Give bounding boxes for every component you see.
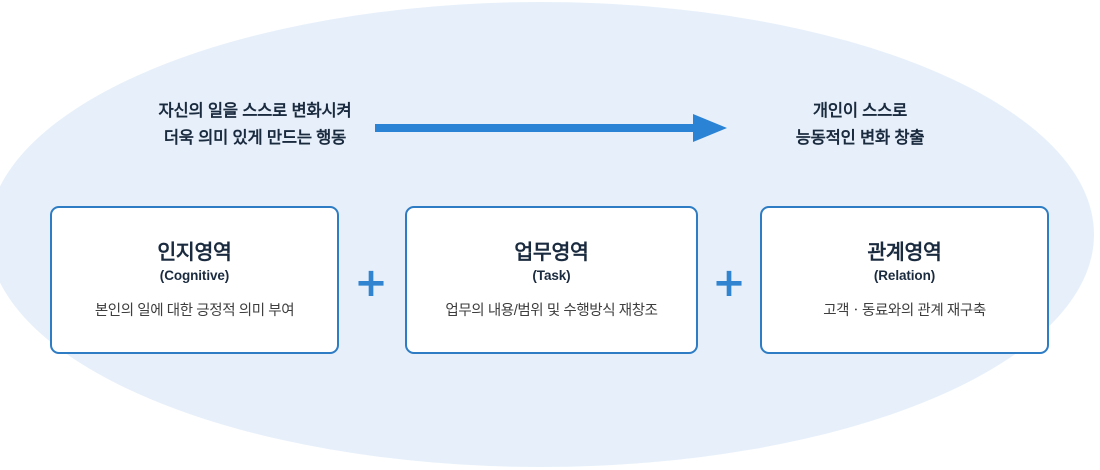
- domain-box-description: 본인의 일에 대한 긍정적 의미 부여: [94, 302, 295, 319]
- domain-box-title: 업무영역: [514, 241, 589, 265]
- callout-left-line-1: 자신의 일을 스스로 변화시켜: [158, 102, 352, 120]
- domain-box-title: 인지영역: [157, 241, 232, 265]
- callout-right-line-1: 개인이 스스로: [812, 102, 908, 120]
- domain-box-task[interactable]: 업무영역 (Task) 업무의 내용/범위 및 수행방식 재창조: [405, 206, 698, 354]
- domain-box-description: 업무의 내용/범위 및 수행방식 재창조: [445, 302, 658, 319]
- domain-box-cognitive[interactable]: 인지영역 (Cognitive) 본인의 일에 대한 긍정적 의미 부여: [50, 206, 339, 354]
- domain-box-relation[interactable]: 관계영역 (Relation) 고객ㆍ동료와의 관계 재구축: [760, 206, 1049, 354]
- domain-box-subtitle: (Task): [532, 267, 571, 283]
- plus-icon: +: [712, 260, 746, 306]
- domain-box-subtitle: (Cognitive): [159, 267, 230, 283]
- callout-right: 개인이 스스로 능동적인 변화 창출: [740, 98, 980, 151]
- arrow-right-icon: [375, 110, 727, 146]
- plus-icon: +: [354, 260, 388, 306]
- callout-left: 자신의 일을 스스로 변화시켜 더욱 의미 있게 만드는 행동: [110, 98, 400, 151]
- domain-box-subtitle: (Relation): [873, 267, 936, 283]
- domain-box-description: 고객ㆍ동료와의 관계 재구축: [823, 302, 986, 319]
- domain-box-title: 관계영역: [867, 241, 942, 265]
- callout-right-line-2: 능동적인 변화 창출: [795, 128, 925, 147]
- callout-left-line-2: 더욱 의미 있게 만드는 행동: [163, 128, 347, 147]
